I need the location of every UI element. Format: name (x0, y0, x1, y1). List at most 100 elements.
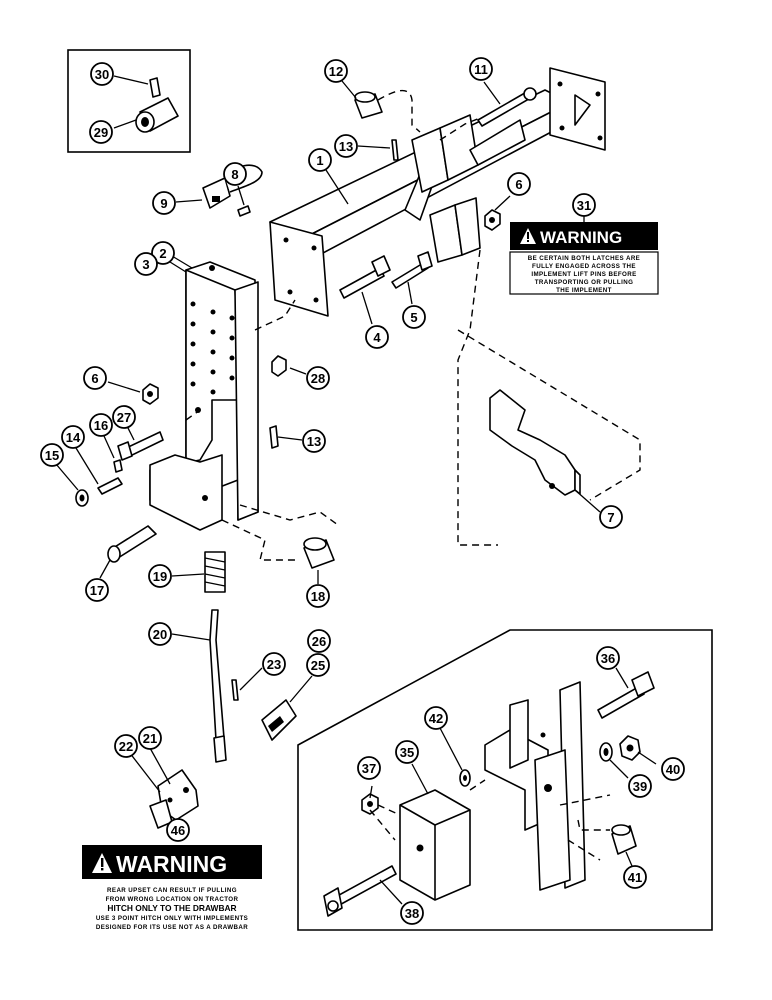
warning-46-title: WARNING (116, 851, 227, 877)
part-14-pin (97, 477, 123, 495)
warning-46-line-5: DESIGNED FOR ITS USE NOT AS A DRAWBAR (96, 924, 248, 931)
svg-text:13: 13 (307, 434, 321, 449)
part-11-pin (477, 87, 537, 127)
part-5-bolt (391, 251, 433, 289)
callout-20: 20 (148, 622, 172, 646)
warning-31-line-1: BE CERTAIN BOTH LATCHES ARE (528, 255, 640, 262)
svg-text:21: 21 (143, 731, 157, 746)
callout-35: 35 (395, 740, 419, 764)
svg-text:20: 20 (153, 627, 167, 642)
callout-39: 39 (628, 774, 652, 798)
svg-text:40: 40 (666, 762, 680, 777)
part-37-nut (361, 793, 379, 815)
callout-37: 37 (357, 756, 381, 780)
warning-46-line-4: USE 3 POINT HITCH ONLY WITH IMPLEMENTS (96, 915, 248, 922)
svg-text:6: 6 (515, 177, 522, 192)
callout-46: 46 (166, 818, 190, 842)
callout-22: 22 (114, 734, 138, 758)
callout-16: 16 (89, 413, 113, 437)
part-1-cross-tube (269, 67, 606, 317)
svg-text:11: 11 (474, 62, 488, 77)
svg-text:25: 25 (311, 658, 325, 673)
callout-8: 8 (223, 162, 247, 186)
part-41-bushing (611, 824, 637, 855)
callout-3: 3 (134, 252, 158, 276)
svg-text:37: 37 (362, 761, 376, 776)
svg-text:6: 6 (91, 371, 98, 386)
callout-17: 17 (85, 578, 109, 602)
callout-28: 28 (306, 366, 330, 390)
svg-text:41: 41 (628, 870, 642, 885)
callout-42: 42 (424, 706, 448, 730)
svg-text:1: 1 (316, 153, 323, 168)
svg-text:29: 29 (94, 125, 108, 140)
svg-text:13: 13 (339, 139, 353, 154)
callout-9: 9 (152, 191, 176, 215)
svg-text:46: 46 (171, 823, 185, 838)
svg-text:31: 31 (577, 198, 591, 213)
callout-21: 21 (138, 726, 162, 750)
svg-text:23: 23 (267, 657, 281, 672)
callout-31: 31 (572, 193, 596, 217)
inset-frame-pin (67, 49, 191, 153)
callout-5: 5 (402, 305, 426, 329)
part-21-latch-plate (149, 769, 199, 829)
callout-1: 1 (308, 148, 332, 172)
part-13-cotter-pin-upper (391, 139, 399, 161)
callout-11: 11 (469, 57, 493, 81)
part-7-hook-plate (489, 389, 581, 496)
part-39-washer (599, 742, 613, 762)
inset-frame-offset-hitch (297, 629, 713, 931)
callout-26: 26 (307, 629, 331, 653)
part-18-bushing (303, 537, 335, 569)
warning-46-line-2: FROM WRONG LOCATION ON TRACTOR (106, 896, 239, 903)
callout-13-middle: 13 (302, 429, 326, 453)
svg-text:4: 4 (373, 330, 381, 345)
part-19-spring (204, 551, 226, 593)
part-23-pin (231, 679, 239, 701)
callout-30: 30 (90, 62, 114, 86)
callout-23: 23 (262, 652, 286, 676)
part-40-nut (619, 735, 641, 761)
warning-46-line-3: HITCH ONLY TO THE DRAWBAR (107, 903, 236, 913)
svg-text:19: 19 (153, 569, 167, 584)
callout-4: 4 (365, 325, 389, 349)
warning-31-line-3: IMPLEMENT LIFT PINS BEFORE (531, 271, 636, 278)
warning-31-line-5: THE IMPLEMENT (556, 287, 612, 294)
part-6-nut-left (142, 383, 159, 405)
svg-text:14: 14 (66, 430, 81, 445)
callout-40: 40 (661, 757, 685, 781)
callout-7: 7 (599, 505, 623, 529)
svg-text:12: 12 (329, 64, 343, 79)
part-25-latch-dog (261, 699, 297, 741)
svg-text:30: 30 (95, 67, 109, 82)
svg-text:7: 7 (607, 510, 614, 525)
part-8-pin (237, 205, 251, 217)
part-42-washer (459, 769, 471, 787)
svg-text:22: 22 (119, 739, 133, 754)
part-12-bushing (354, 91, 383, 119)
callout-25: 25 (306, 653, 330, 677)
svg-text:27: 27 (117, 410, 131, 425)
part-13-cotter-pin-middle (269, 425, 279, 449)
svg-text:16: 16 (94, 418, 108, 433)
part-36-bolt (597, 671, 655, 719)
svg-text:3: 3 (142, 257, 149, 272)
callout-12: 12 (324, 59, 348, 83)
svg-text:28: 28 (311, 371, 325, 386)
svg-text:8: 8 (231, 167, 238, 182)
svg-text:35: 35 (400, 745, 414, 760)
warning-31-line-4: TRANSPORTING OR PULLING (535, 279, 634, 286)
part-28-nut (271, 355, 287, 377)
warning-31-title: WARNING (540, 228, 622, 247)
part-27-bolt (117, 431, 164, 461)
svg-text:38: 38 (405, 906, 419, 921)
part-29-collar (135, 97, 179, 133)
part-30-roll-pin (149, 77, 161, 98)
callout-36: 36 (596, 646, 620, 670)
callout-6-left: 6 (83, 366, 107, 390)
warning-46-line-1: REAR UPSET CAN RESULT IF PULLING (107, 887, 237, 894)
warning-31-line-2: FULLY ENGAGED ACROSS THE (532, 263, 636, 270)
callout-15: 15 (40, 443, 64, 467)
